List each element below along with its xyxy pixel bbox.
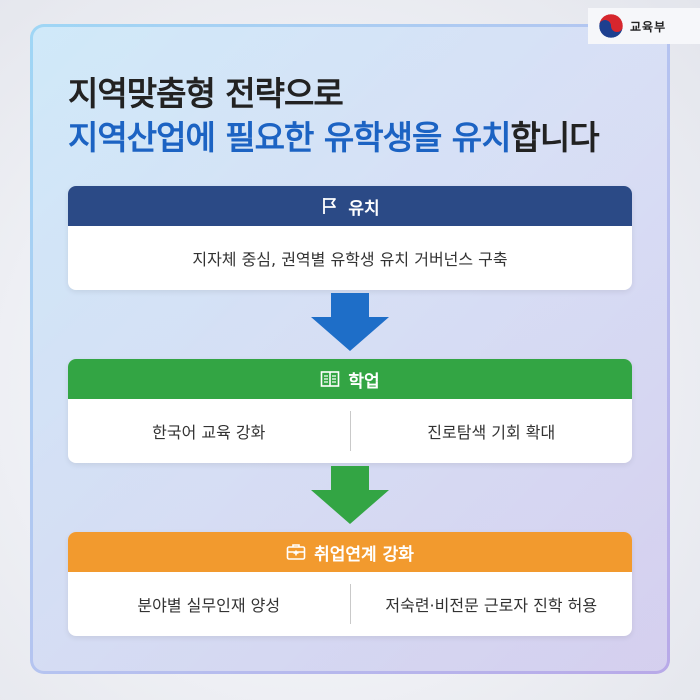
section-title: 유치 xyxy=(348,198,380,219)
briefcase-icon xyxy=(286,544,306,560)
title-line-2: 지역산업에 필요한 유학생을 유치합니다 xyxy=(68,116,600,160)
section-item: 한국어 교육 강화 xyxy=(152,423,266,442)
section-body: 지자체 중심, 권역별 유학생 유치 거버넌스 구축 xyxy=(68,226,632,290)
section-title: 학업 xyxy=(348,371,380,392)
ministry-logo: 교육부 xyxy=(588,8,700,44)
section-item: 지자체 중심, 권역별 유학생 유치 거버넌스 구축 xyxy=(192,250,508,269)
divider xyxy=(349,584,351,624)
section-title: 취업연계 강화 xyxy=(314,544,414,565)
section-attraction: 유치 지자체 중심, 권역별 유학생 유치 거버넌스 구축 xyxy=(68,186,632,290)
section-body: 분야별 실무인재 양성 저숙련·비전문 근로자 진학 허용 xyxy=(68,572,632,636)
section-header: 학업 xyxy=(68,359,632,399)
section-item: 분야별 실무인재 양성 xyxy=(137,596,281,615)
title-line-1: 지역맞춤형 전략으로 xyxy=(68,74,344,113)
section-header: 유치 xyxy=(68,186,632,226)
title-highlight: 지역산업에 필요한 유학생을 유치 xyxy=(68,118,512,157)
book-icon xyxy=(321,371,340,387)
flag-icon xyxy=(323,198,337,214)
section-employment: 취업연계 강화 분야별 실무인재 양성 저숙련·비전문 근로자 진학 허용 xyxy=(68,532,632,636)
section-body: 한국어 교육 강화 진로탐색 기회 확대 xyxy=(68,399,632,463)
korea-taegeuk-icon xyxy=(598,13,624,39)
section-item: 진로탐색 기회 확대 xyxy=(427,423,556,442)
section-header: 취업연계 강화 xyxy=(68,532,632,572)
divider xyxy=(349,411,351,451)
section-item: 저숙련·비전문 근로자 진학 허용 xyxy=(385,596,598,615)
arrow-down-icon xyxy=(311,466,389,524)
arrow-down-icon xyxy=(311,293,389,351)
page-title: 지역맞춤형 전략으로 지역산업에 필요한 유학생을 유치합니다 xyxy=(68,72,600,160)
section-study: 학업 한국어 교육 강화 진로탐색 기회 확대 xyxy=(68,359,632,463)
title-suffix: 합니다 xyxy=(510,118,600,157)
ministry-name: 교육부 xyxy=(630,19,667,34)
